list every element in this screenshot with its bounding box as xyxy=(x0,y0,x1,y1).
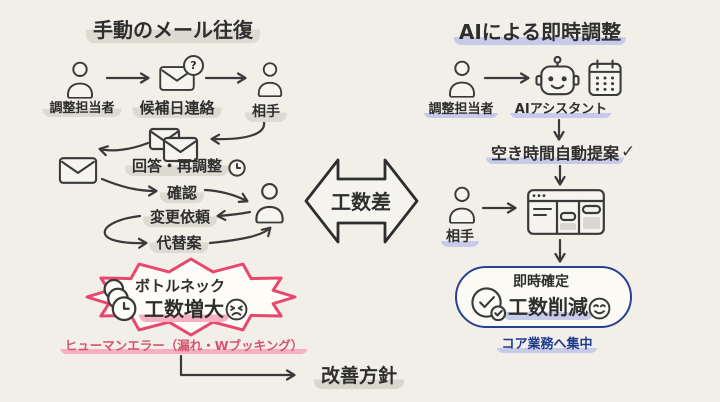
mail-stack-icon xyxy=(148,127,199,163)
label-confirm: 確認 xyxy=(159,184,205,203)
person-icon xyxy=(446,186,478,224)
label-auto-propose: 空き時間自動提案 xyxy=(485,144,625,164)
effort-gap-arrow xyxy=(304,158,419,244)
calendar-icon xyxy=(588,59,622,97)
label-reply-readjust: 回答・再調整 xyxy=(124,157,230,176)
improvement-policy-label: 改善方針 xyxy=(313,365,405,389)
person-icon xyxy=(446,60,478,98)
effort-gap-label: 工数差 xyxy=(331,190,391,214)
footer-arrow xyxy=(179,354,296,381)
right-title: AIによる即時調整 xyxy=(453,20,627,45)
flow-arrows-right xyxy=(481,72,566,263)
label-counterpart-right: 相手 xyxy=(441,229,479,247)
result-line2: 工数削減 xyxy=(503,295,593,320)
label-alternative: 代替案 xyxy=(149,234,209,253)
label-ai-assistant: AIアシスタント xyxy=(509,102,613,119)
label-candidate-dates: 候補日連絡 xyxy=(132,99,222,118)
browser-window-icon xyxy=(527,189,605,235)
person-icon xyxy=(252,181,287,225)
check-mark-icon: ✓ xyxy=(621,142,636,162)
robot-icon xyxy=(535,55,580,96)
question-bubble-icon: ? xyxy=(183,55,204,76)
left-title: 手動のメール往復 xyxy=(86,18,260,43)
result-line1: 即時確定 xyxy=(513,274,569,290)
clock-stack-icon xyxy=(103,278,137,322)
burst-line2: 工数増大 xyxy=(139,297,229,322)
burst-line1: ボトルネック xyxy=(134,277,226,295)
flow-arrows-left xyxy=(98,72,272,249)
angry-face-icon xyxy=(225,298,248,321)
label-coordinator-right: 調整担当者 xyxy=(423,102,499,119)
label-coordinator-left: 調整担当者 xyxy=(42,101,122,118)
label-counterpart-left: 相手 xyxy=(245,104,287,122)
human-error-caption: ヒューマンエラー（漏れ・Wブッキング） xyxy=(59,338,309,354)
label-change-request: 変更依頼 xyxy=(142,208,218,227)
smiley-face-icon xyxy=(588,297,611,320)
clock-icon xyxy=(228,159,246,177)
clock-check-icon xyxy=(471,287,507,322)
mail-icon xyxy=(58,157,98,184)
core-work-caption: コア業務へ集中 xyxy=(496,337,598,354)
person-icon xyxy=(255,61,285,98)
person-icon xyxy=(64,61,96,99)
